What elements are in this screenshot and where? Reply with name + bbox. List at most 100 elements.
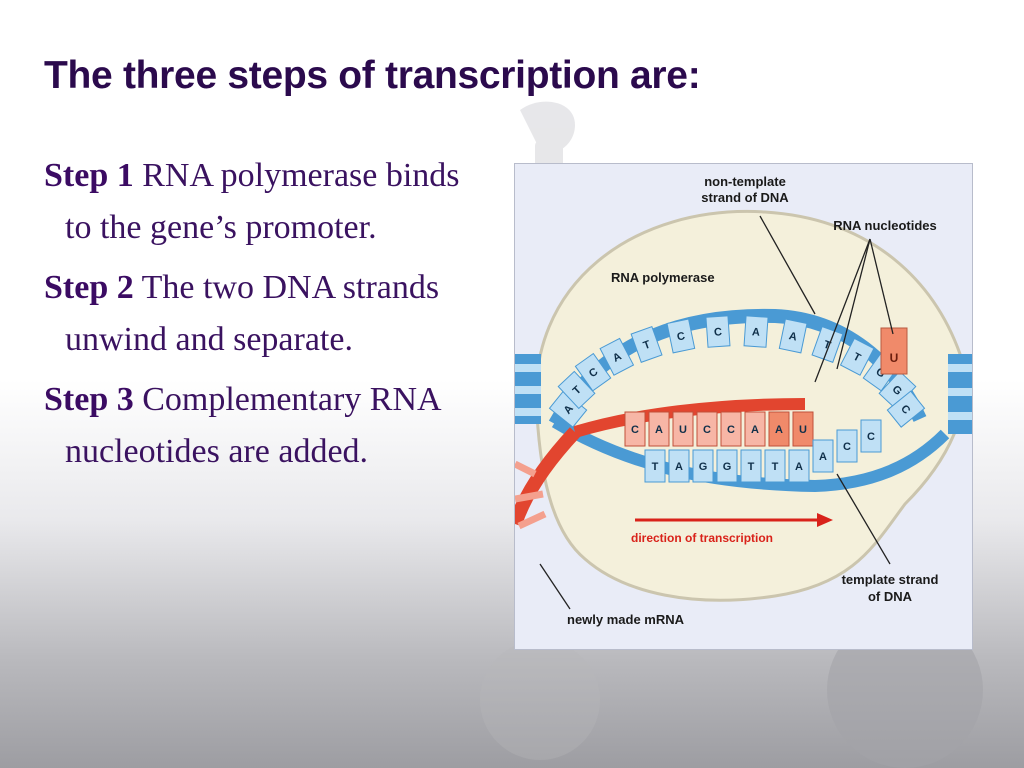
base-letter: G bbox=[699, 461, 708, 473]
base-tile: G bbox=[692, 449, 714, 483]
base-rect bbox=[644, 449, 666, 483]
base-tile: T bbox=[811, 326, 844, 363]
label-rna-polymerase: RNA polymerase bbox=[611, 270, 715, 285]
base-tile: A bbox=[548, 390, 588, 428]
base-tile: T bbox=[764, 449, 786, 483]
base-rect bbox=[696, 411, 718, 447]
step-text: RNA polymerase binds to the gene’s promo… bbox=[65, 157, 460, 246]
base-rect bbox=[744, 411, 766, 447]
base-tile: C bbox=[574, 352, 612, 392]
base-tile: C bbox=[624, 411, 646, 447]
base-tile: A bbox=[668, 449, 690, 483]
pointer-lines bbox=[539, 215, 894, 610]
base-letter: A bbox=[752, 326, 761, 339]
base-tile: T bbox=[839, 337, 875, 376]
base-rect bbox=[648, 411, 670, 447]
base-rect bbox=[557, 370, 596, 410]
base-letter: A bbox=[775, 424, 783, 436]
base-rect bbox=[630, 326, 663, 363]
base-rect bbox=[668, 449, 690, 483]
base-letter: U bbox=[679, 424, 687, 436]
base-rect bbox=[812, 439, 834, 473]
direction-arrow bbox=[635, 513, 833, 527]
base-letter: T bbox=[652, 461, 659, 473]
base-rect bbox=[716, 449, 738, 483]
label-direction: direction of transcription bbox=[631, 531, 773, 545]
mrna-backbone bbox=[573, 398, 806, 438]
label-template-line1: template strand bbox=[842, 572, 939, 587]
label-template-line2: of DNA bbox=[868, 589, 913, 604]
base-tile: C bbox=[860, 419, 882, 453]
base-letter: A bbox=[788, 330, 798, 343]
base-letter: C bbox=[867, 431, 875, 443]
base-tile: T bbox=[740, 449, 762, 483]
base-tile: T bbox=[630, 326, 663, 363]
base-rect bbox=[811, 326, 844, 363]
base-tile: C bbox=[836, 429, 858, 463]
step-text: The two DNA strands unwind and separate. bbox=[65, 269, 440, 358]
base-letter: T bbox=[851, 351, 863, 365]
base-tile: A bbox=[768, 411, 790, 447]
step-item: Step 3 Complementary RNA nucleotides are… bbox=[44, 374, 484, 478]
step-label: Step 3 bbox=[44, 381, 134, 418]
base-rect bbox=[720, 411, 742, 447]
base-tile: A bbox=[788, 449, 810, 483]
base-rect bbox=[792, 411, 814, 447]
base-rect bbox=[599, 337, 635, 376]
base-rect bbox=[672, 411, 694, 447]
step-item: Step 1 RNA polymerase binds to the gene’… bbox=[44, 150, 484, 254]
base-rect bbox=[886, 390, 926, 428]
base-rect bbox=[740, 449, 762, 483]
base-tile: A bbox=[778, 318, 808, 354]
label-rna-nucleotides: RNA nucleotides bbox=[833, 218, 937, 233]
incoming-nucleotide: U bbox=[880, 327, 908, 375]
base-rect bbox=[764, 449, 786, 483]
label-non-template-line2: strand of DNA bbox=[701, 190, 789, 205]
base-rect bbox=[743, 315, 769, 348]
base-tile: A bbox=[744, 411, 766, 447]
base-tile: C bbox=[720, 411, 742, 447]
base-tile: A bbox=[812, 439, 834, 473]
base-tile: C bbox=[666, 318, 696, 354]
base-letter: A bbox=[819, 451, 827, 463]
base-tile: U bbox=[672, 411, 694, 447]
incoming-nucleotide-label: U bbox=[890, 351, 899, 365]
base-letter: A bbox=[675, 461, 683, 473]
base-letter: A bbox=[751, 424, 759, 436]
label-mrna: newly made mRNA bbox=[567, 612, 685, 627]
dna-helix-left bbox=[515, 354, 541, 424]
base-letter: C bbox=[703, 424, 711, 436]
base-rect bbox=[692, 449, 714, 483]
base-rect bbox=[860, 419, 882, 453]
base-rect bbox=[788, 449, 810, 483]
label-non-template-line1: non-template bbox=[704, 174, 786, 189]
base-letter: T bbox=[642, 339, 653, 353]
base-rect bbox=[768, 411, 790, 447]
base-letter: T bbox=[772, 461, 779, 473]
base-tile: G bbox=[716, 449, 738, 483]
base-tile: A bbox=[743, 315, 769, 348]
base-letter: C bbox=[714, 326, 723, 339]
base-tile: T bbox=[644, 449, 666, 483]
base-letter: G bbox=[723, 461, 732, 473]
base-letter: T bbox=[822, 339, 833, 353]
step-label: Step 1 bbox=[44, 157, 134, 194]
dna-helix-right bbox=[948, 354, 972, 434]
steps-list: Step 1 RNA polymerase binds to the gene’… bbox=[44, 150, 484, 486]
step-label: Step 2 bbox=[44, 269, 134, 306]
step-text: Complementary RNA nucleotides are added. bbox=[65, 381, 440, 470]
base-letter: C bbox=[676, 330, 686, 343]
base-letter: T bbox=[748, 461, 755, 473]
base-rect bbox=[574, 352, 612, 392]
base-rect bbox=[839, 337, 875, 376]
base-tile: C bbox=[886, 390, 926, 428]
template-strand-backbone bbox=[551, 416, 950, 493]
base-rect bbox=[666, 318, 696, 354]
base-rect bbox=[836, 429, 858, 463]
